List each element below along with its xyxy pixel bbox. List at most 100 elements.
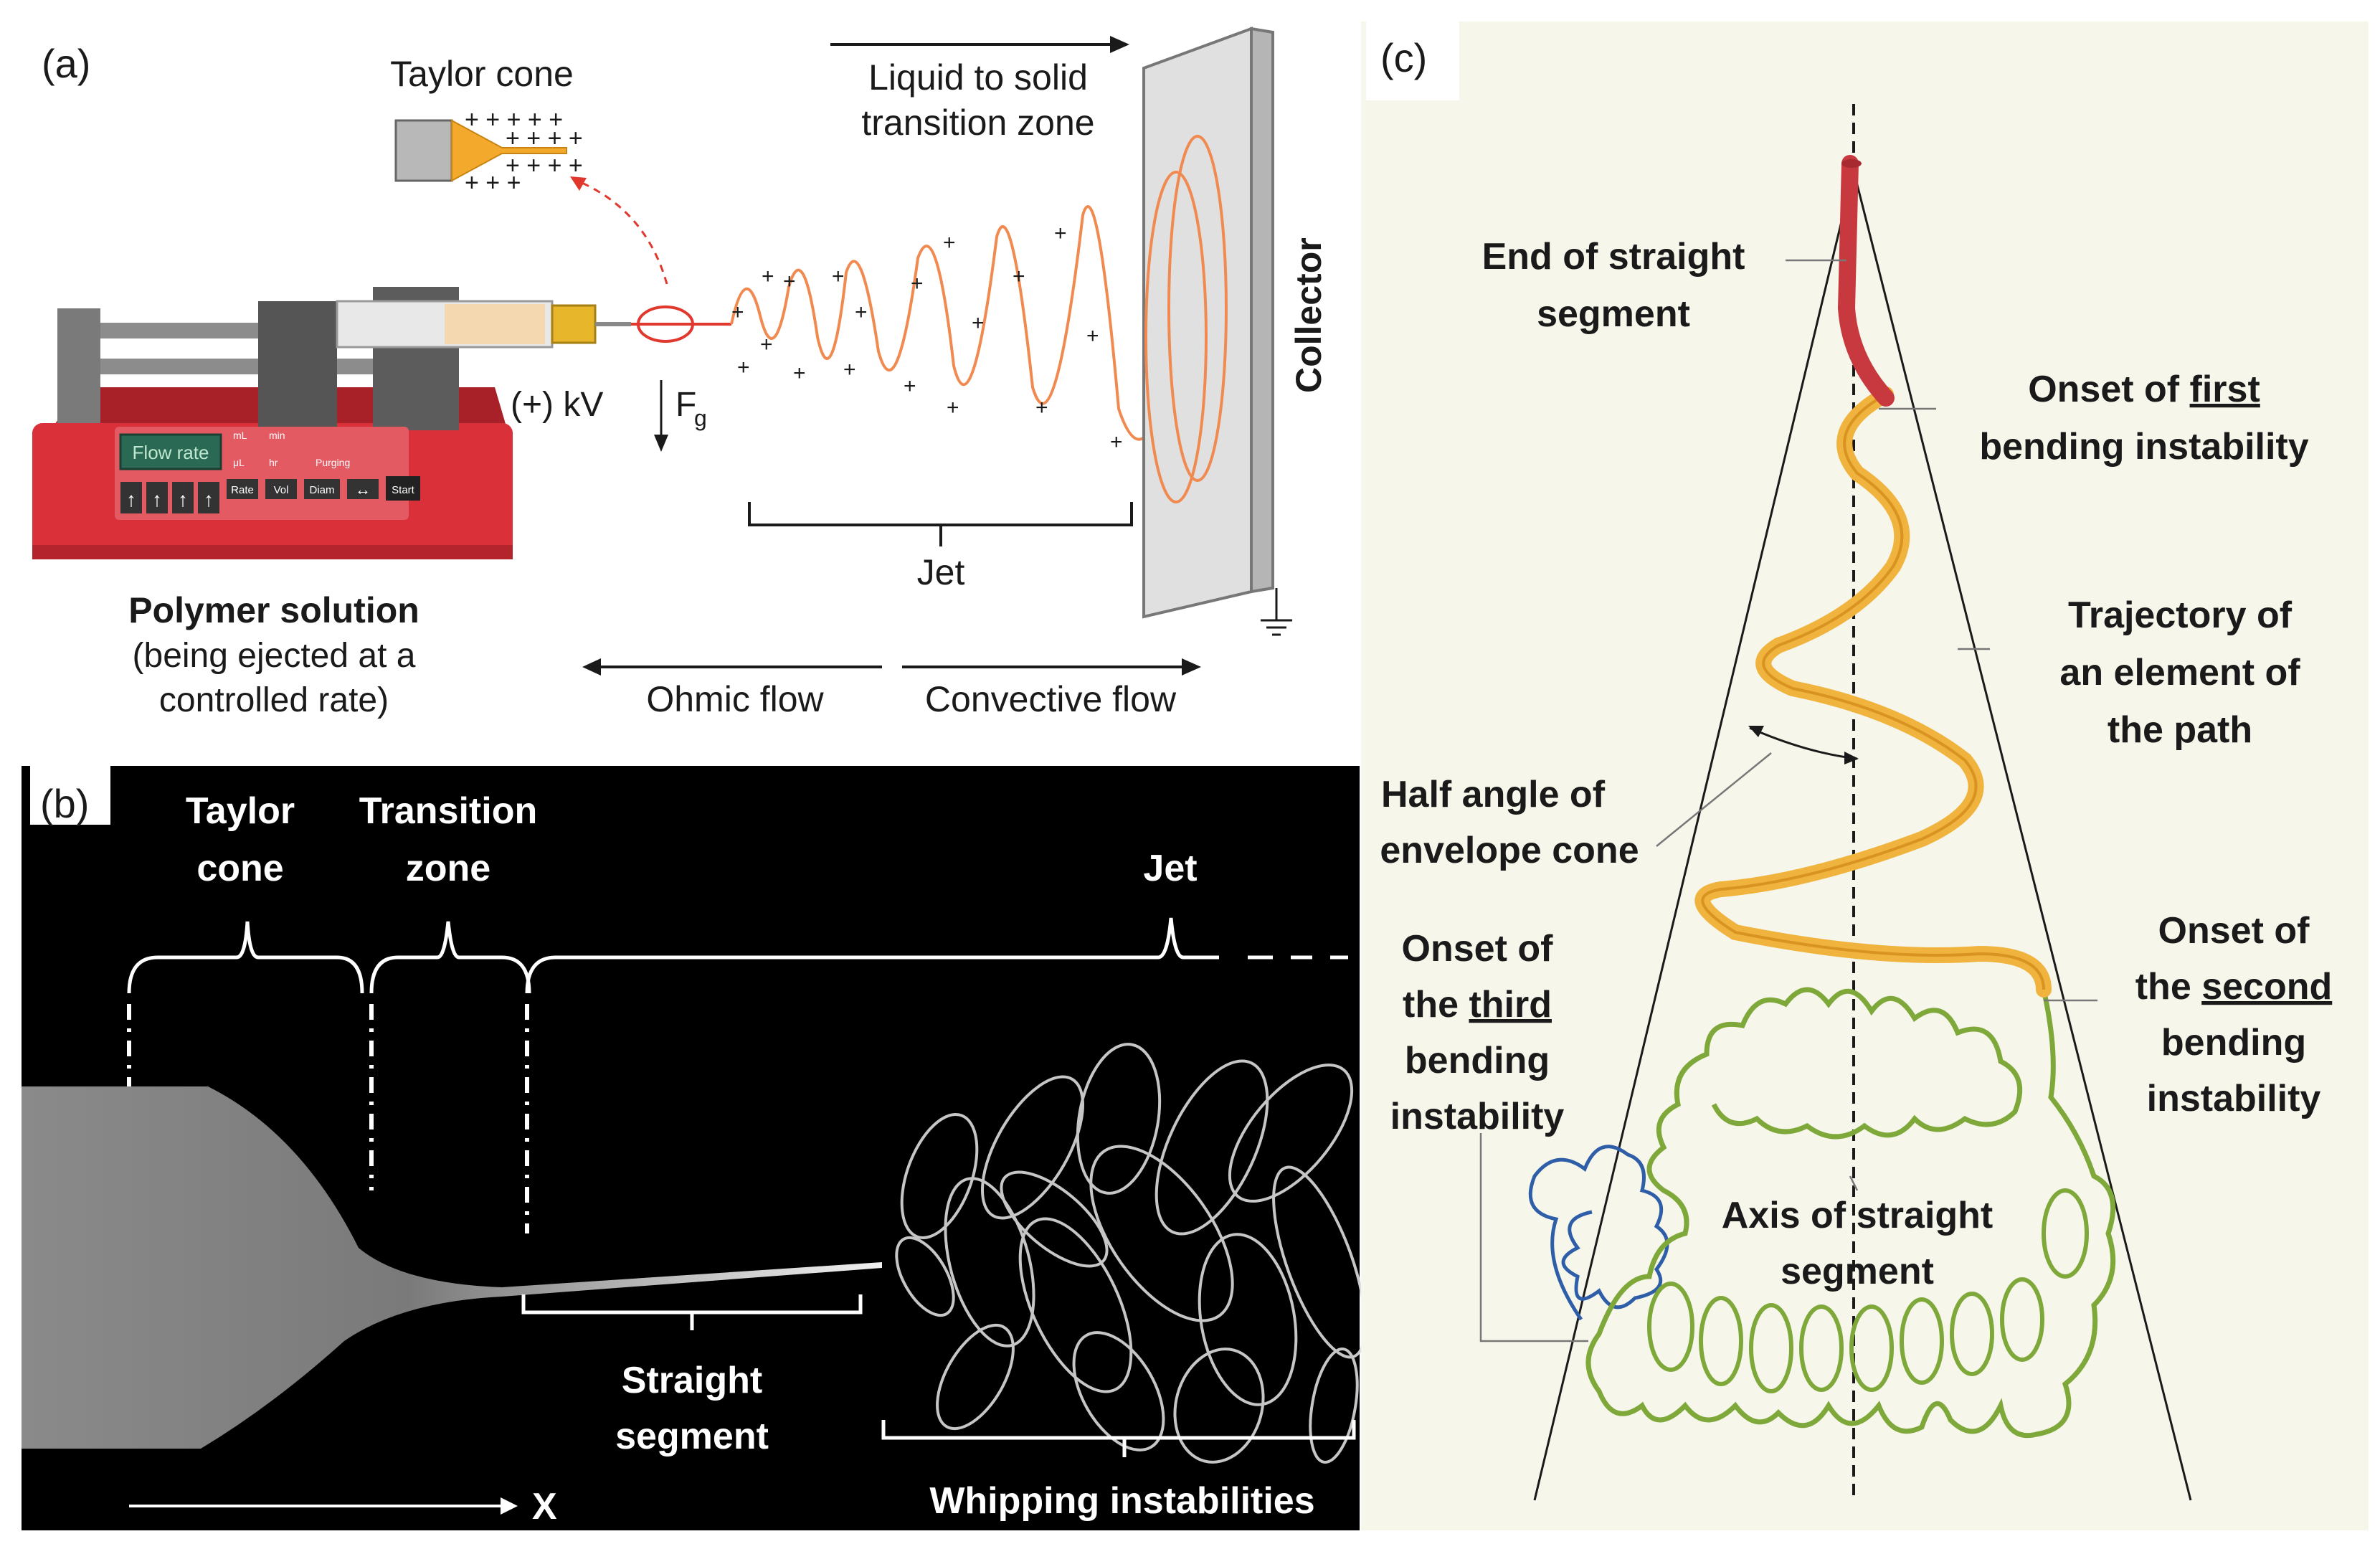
panel-c: (c) — [1361, 22, 2369, 1530]
pump-option-ml: mL — [233, 430, 247, 441]
panel-c-label: (c) — [1380, 35, 1427, 80]
x-axis-label: X — [532, 1486, 557, 1528]
convective-flow-label: Convective flow — [925, 679, 1177, 719]
half-angle-line2: envelope cone — [1380, 830, 1639, 871]
jet-label: Jet — [917, 552, 965, 592]
voltage-label: (+) kV — [511, 386, 603, 424]
whipping-loops — [895, 1043, 1367, 1464]
panel-b: (b) Taylor cone Transition zone Jet — [22, 766, 1367, 1530]
pump-option-purging: Purging — [316, 457, 350, 468]
pump-option-ul: μL — [233, 457, 245, 468]
pump-start-button — [386, 476, 420, 501]
onset-second-line1: Onset of — [2158, 910, 2310, 952]
panel-b-label: (b) — [40, 781, 89, 826]
second-bending-coil-loops — [1647, 1188, 2089, 1393]
svg-text:+: + — [1035, 396, 1048, 420]
trajectory-line2: an element of — [2059, 652, 2300, 693]
pump-option-min: min — [269, 430, 285, 441]
transition-b-line1: Transition — [359, 790, 537, 832]
panel-c-background — [1361, 22, 2369, 1530]
svg-text:+: + — [1013, 265, 1025, 288]
svg-text:↔: ↔ — [355, 480, 371, 498]
svg-text:+: + — [760, 333, 773, 356]
pump-vol-label: Vol — [274, 484, 289, 496]
taylor-cone-inset: + + + + + + + + + + + + + + + + — [394, 106, 583, 196]
collector-plate — [1142, 27, 1292, 636]
pump-diam-label: Diam — [309, 484, 334, 496]
polymer-desc-line1: (being ejected at a — [133, 637, 416, 675]
svg-text:+: + — [1054, 222, 1067, 245]
straight-segment-tube — [1837, 155, 1895, 407]
svg-text:+: + — [904, 374, 916, 398]
whipping-label: Whipping instabilities — [929, 1480, 1314, 1522]
jet-bracket — [748, 502, 1133, 546]
svg-text:↑: ↑ — [204, 489, 214, 511]
whipping-jet — [730, 205, 1163, 441]
svg-text:+: + — [947, 396, 959, 420]
onset-third-line1: Onset of — [1402, 928, 1554, 970]
panel-a: (a) Taylor cone + + + + + + + + + + + + … — [32, 27, 1329, 719]
syringe-pump: Flow rate mL min μL hr Purging ↑ ↑ ↑ ↑ R… — [32, 287, 631, 559]
straight-segment-line2: segment — [615, 1416, 769, 1457]
end-straight-line1: End of straight — [1482, 236, 1745, 278]
straight-segment-line1: Straight — [622, 1360, 762, 1401]
whipping-bracket — [881, 1420, 1356, 1457]
taylor-cone-photo — [22, 1086, 882, 1449]
onset-second-line4: instability — [2147, 1078, 2321, 1119]
onset-first-line2: bending instability — [1979, 426, 2308, 468]
svg-text:↑: ↑ — [126, 489, 136, 511]
polymer-desc-line2: controlled rate) — [159, 681, 389, 719]
onset-second-line3: bending — [2161, 1022, 2306, 1064]
trajectory-line1: Trajectory of — [2068, 595, 2293, 636]
end-straight-line2: segment — [1537, 293, 1690, 335]
svg-text:+: + — [1086, 324, 1099, 348]
envelope-cone-right — [1852, 170, 2192, 1501]
trajectory-line3: the path — [2108, 709, 2252, 751]
onset-third-line3: bending — [1405, 1040, 1550, 1081]
transition-label-line2: transition zone — [861, 103, 1094, 143]
pump-rate-button — [227, 479, 258, 499]
pump-display — [119, 433, 222, 470]
zoom-arrow — [573, 178, 668, 285]
svg-text:+: + — [943, 231, 956, 255]
zoom-circle — [637, 306, 694, 343]
svg-text:+: + — [793, 361, 806, 385]
svg-text:+: + — [731, 300, 744, 324]
leader-lines — [1479, 259, 2097, 1342]
axis-label-line1: Axis of straight — [1722, 1195, 1993, 1236]
third-bending-coil — [1528, 1145, 1669, 1321]
pump-display-text: Flow rate — [133, 442, 209, 463]
zone-markers — [127, 1004, 529, 1233]
pump-arrow-buttons: ↑ ↑ ↑ ↑ — [120, 482, 219, 513]
jet-b-label: Jet — [1143, 848, 1197, 889]
jet-charges: + + + + + + + + + + + + + + + + + + + — [731, 222, 1123, 454]
collector-label: Collector — [1289, 237, 1329, 393]
half-angle-line1: Half angle of — [1381, 774, 1606, 815]
panel-a-label: (a) — [42, 41, 90, 86]
taylor-cone-b-line1: Taylor — [186, 790, 295, 832]
svg-text:+: + — [911, 272, 924, 295]
svg-text:+: + — [783, 270, 796, 293]
onset-first-line1: Onset of first — [2028, 369, 2260, 410]
svg-text:↑: ↑ — [152, 489, 162, 511]
pump-vol-button — [265, 479, 297, 499]
top-braces — [127, 917, 1348, 994]
taylor-cone-label: Taylor cone — [390, 54, 574, 94]
pump-direction-button — [347, 479, 379, 499]
onset-second-line2: the second — [2135, 966, 2333, 1008]
envelope-cone-left — [1533, 170, 1855, 1501]
svg-text:+ + + +: + + + + — [506, 152, 583, 179]
gravity-subscript: g — [694, 405, 707, 431]
svg-text:+: + — [972, 311, 985, 335]
straight-segment-bracket — [521, 1294, 863, 1330]
pump-diam-button — [304, 479, 340, 499]
svg-text:+: + — [737, 356, 750, 379]
pump-rate-label: Rate — [231, 484, 254, 496]
axis-label-line2: segment — [1781, 1251, 1934, 1292]
svg-text:+: + — [762, 265, 774, 288]
svg-text:↑: ↑ — [178, 489, 188, 511]
transition-b-line2: zone — [406, 848, 490, 889]
gravity-label: F — [675, 386, 696, 424]
svg-text:+: + — [855, 300, 868, 324]
